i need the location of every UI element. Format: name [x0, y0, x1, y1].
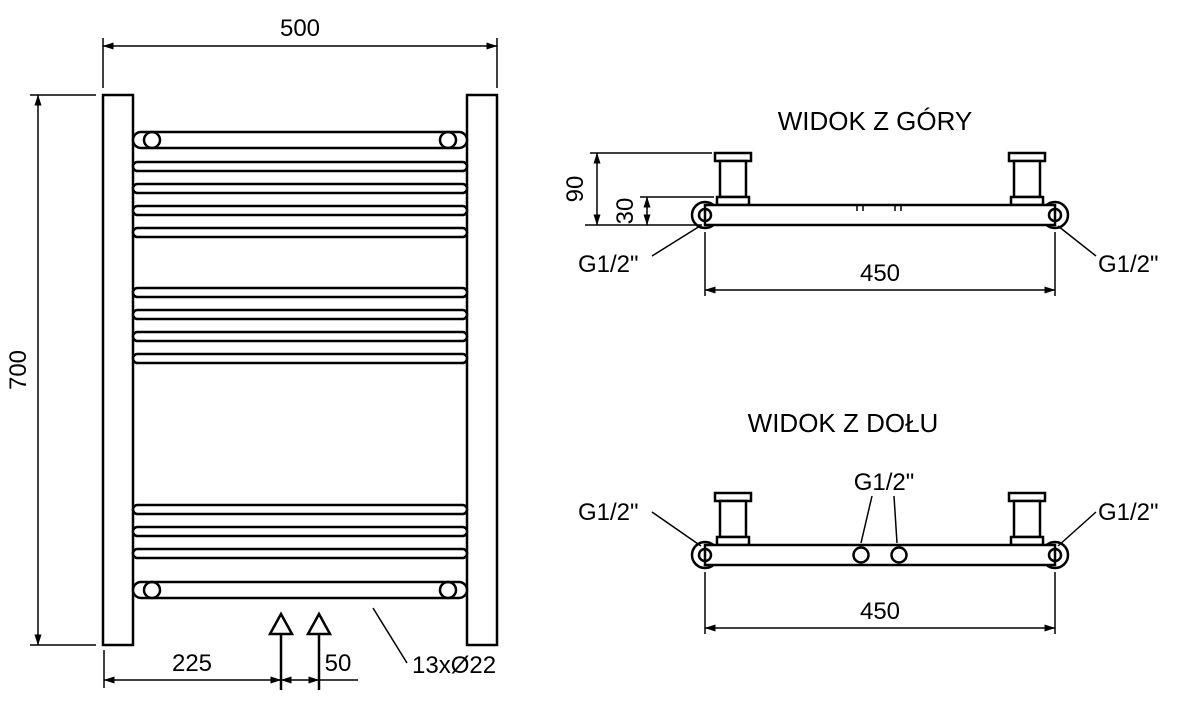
top-view-tube	[690, 200, 1070, 230]
dim-valve-offset-label: 225	[172, 650, 212, 677]
bottom-view-right-connection-callout: G1/2"	[1057, 499, 1159, 547]
front-view: 500 700 225 50 13xØ22	[5, 15, 499, 690]
top-left-bracket-circle	[142, 130, 162, 150]
bottom-view-tube	[690, 540, 1070, 570]
bottom-view-title: WIDOK Z DOŁU	[748, 408, 939, 438]
bottom-hanger-tube	[131, 580, 469, 600]
bottom-view-left-bracket	[713, 491, 753, 547]
dim-width-label: 500	[280, 15, 320, 42]
dim-bracket-span-450: 450	[704, 232, 1056, 296]
dim-bracket-depth-label: 90	[562, 176, 589, 203]
bottom-port-left	[852, 546, 870, 564]
bottom-view-connection-right-label: G1/2"	[1098, 499, 1159, 526]
bottom-view-right-bracket	[1007, 491, 1047, 547]
top-view-left-connection-callout: G1/2"	[578, 225, 701, 278]
top-view-right-connection-hole	[1047, 207, 1063, 223]
top-view-connection-left-label: G1/2"	[578, 251, 639, 278]
dim-valve-positions: 225 50	[103, 650, 358, 688]
top-view-right-bracket	[1007, 151, 1047, 207]
top-view-left-bracket	[713, 151, 753, 207]
top-hanger-tube	[131, 130, 469, 150]
rung-tubes	[131, 160, 469, 560]
tube-count-label: 13xØ22	[412, 652, 496, 679]
top-view: WIDOK Z GÓRY 90	[562, 106, 1159, 296]
dim-bracket-span-label: 450	[860, 260, 900, 287]
dim-width-500: 500	[102, 15, 498, 88]
right-collector	[465, 93, 499, 647]
top-view-title: WIDOK Z GÓRY	[778, 106, 973, 136]
left-collector	[101, 93, 135, 647]
bottom-right-bracket-circle	[438, 580, 458, 600]
left-valve	[267, 611, 295, 636]
bottom-left-bracket-circle	[142, 580, 162, 600]
dim-axis-offset-label: 30	[612, 198, 639, 225]
top-view-connection-right-label: G1/2"	[1098, 251, 1159, 278]
bottom-view: WIDOK Z DOŁU G1/2"	[578, 408, 1159, 634]
bottom-port-right	[890, 546, 908, 564]
top-right-bracket-circle	[438, 130, 458, 150]
bottom-view-connection-left-label: G1/2"	[578, 499, 639, 526]
bottom-view-left-connection-callout: G1/2"	[578, 499, 702, 547]
dim-height-label: 700	[5, 350, 32, 390]
dim-axis-offset-30: 30	[612, 196, 714, 226]
right-valve	[305, 611, 333, 636]
dim-connection-span-450: 450	[704, 572, 1056, 634]
bottom-view-connection-center-label: G1/2"	[854, 469, 915, 496]
dim-valve-spacing-label: 50	[325, 650, 352, 677]
bottom-view-right-connection-hole	[1047, 547, 1063, 563]
bottom-valves	[267, 611, 333, 690]
tube-callout: 13xØ22	[372, 607, 496, 679]
bottom-view-center-connection-callout: G1/2"	[854, 469, 915, 544]
dim-connection-span-label: 450	[860, 598, 900, 625]
top-view-left-connection-hole	[697, 207, 713, 223]
dim-height-700: 700	[5, 94, 96, 646]
top-view-right-connection-callout: G1/2"	[1057, 225, 1159, 278]
bottom-view-left-connection-hole	[697, 547, 713, 563]
